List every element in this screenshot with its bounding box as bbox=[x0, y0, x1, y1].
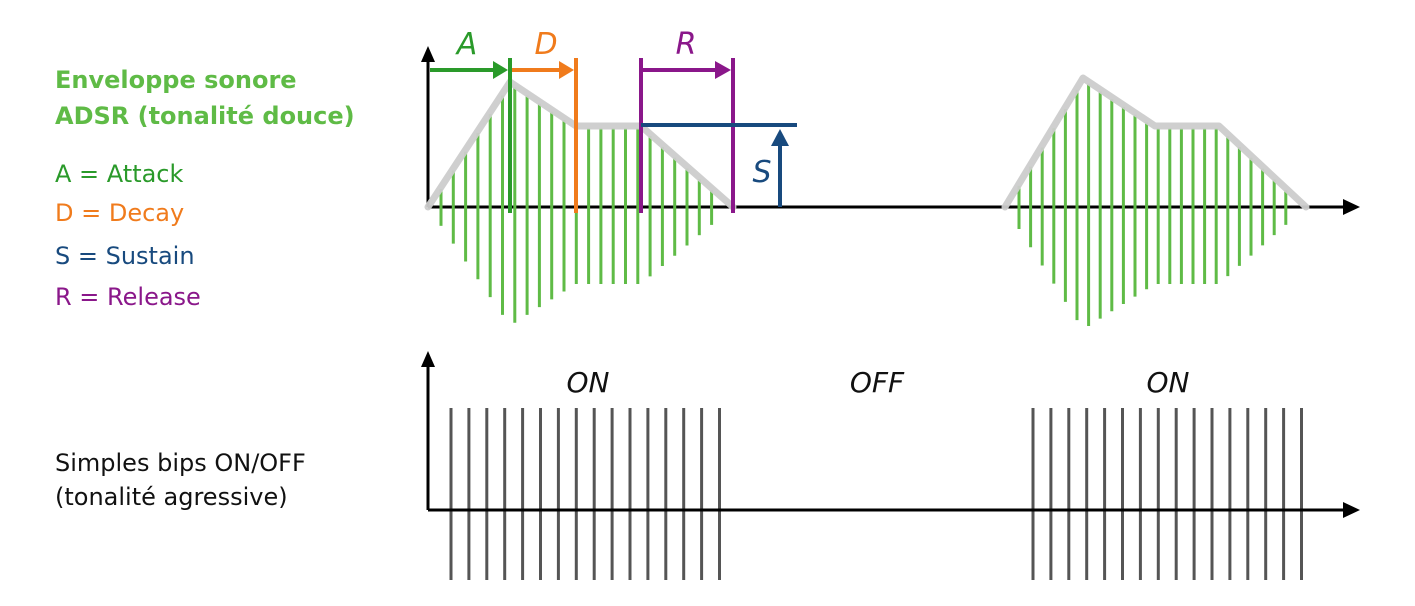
attack-marker: A bbox=[430, 27, 512, 213]
state-label-on-1: ON bbox=[567, 366, 610, 399]
release-label: R bbox=[676, 27, 697, 62]
attack-label: A bbox=[455, 27, 478, 62]
legend-decay: D = Decay bbox=[55, 199, 185, 227]
attack-arrowhead bbox=[493, 61, 508, 79]
onoff-y-arrowhead bbox=[421, 351, 435, 367]
onoff-axes bbox=[421, 351, 435, 510]
legend-sustain: S = Sustain bbox=[55, 242, 195, 270]
adsr-title-line2: ADSR (tonalité douce) bbox=[55, 102, 355, 130]
state-label-off: OFF bbox=[850, 366, 905, 399]
decay-arrowhead bbox=[559, 61, 574, 79]
sustain-arrowhead bbox=[771, 129, 789, 146]
onoff-x-arrowhead bbox=[1343, 502, 1360, 518]
release-marker: R bbox=[639, 27, 735, 213]
envelope-outline-2 bbox=[1001, 74, 1310, 211]
adsr-y-arrowhead bbox=[421, 46, 435, 62]
adsr-title: Enveloppe sonore ADSR (tonalité douce) bbox=[55, 62, 355, 134]
legend-release: R = Release bbox=[55, 283, 201, 311]
onoff-label-line1: Simples bips ON/OFF bbox=[55, 449, 306, 477]
adsr-waveforms bbox=[439, 83, 1288, 327]
adsr-title-line1: Enveloppe sonore bbox=[55, 66, 297, 94]
state-label-on-2: ON bbox=[1147, 366, 1190, 399]
sustain-marker: S bbox=[641, 123, 797, 207]
onoff-label-line2: (tonalité agressive) bbox=[55, 483, 288, 511]
legend-attack: A = Attack bbox=[55, 160, 184, 188]
onoff-label: Simples bips ON/OFF (tonalité agressive) bbox=[55, 446, 306, 514]
decay-marker: D bbox=[512, 27, 578, 213]
decay-label: D bbox=[534, 27, 557, 62]
beep-lines bbox=[449, 408, 1303, 580]
release-arrowhead bbox=[715, 61, 731, 79]
sustain-label: S bbox=[752, 155, 771, 190]
adsr-x-arrowhead bbox=[1343, 199, 1360, 215]
